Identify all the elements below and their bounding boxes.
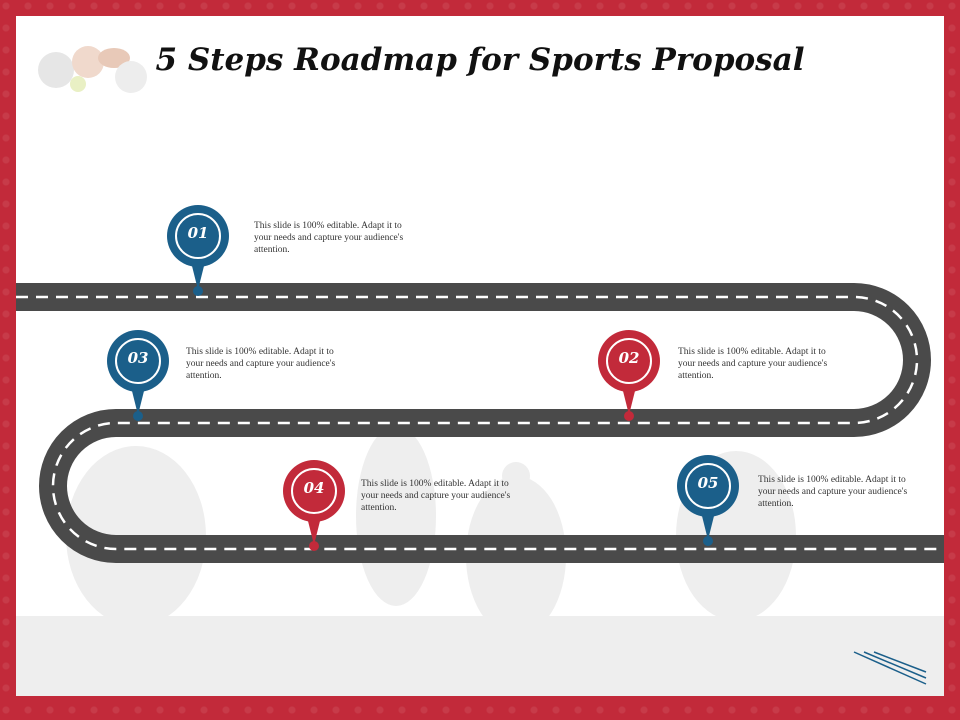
step-05-marker: 05 — [675, 454, 741, 546]
step-02-marker: 02 — [596, 329, 662, 421]
step-01-description: This slide is 100% editable. Adapt it to… — [254, 221, 404, 255]
step-03-marker: 03 — [105, 329, 171, 421]
sports-balls-icon — [38, 46, 147, 93]
step-number: 05 — [697, 474, 719, 492]
step-number: 02 — [618, 349, 640, 367]
step-number: 01 — [187, 224, 209, 242]
step-04-marker: 04 — [281, 459, 347, 551]
step-05-description: This slide is 100% editable. Adapt it to… — [758, 475, 908, 509]
road-lane-marking — [16, 295, 944, 551]
slide-title: 5 Steps Roadmap for Sports Proposal — [155, 42, 805, 78]
step-04-description: This slide is 100% editable. Adapt it to… — [361, 479, 511, 513]
roadmap-road — [16, 283, 944, 563]
corner-accent-lines — [853, 651, 927, 685]
step-03-description: This slide is 100% editable. Adapt it to… — [186, 347, 336, 381]
step-02-description: This slide is 100% editable. Adapt it to… — [678, 347, 828, 381]
step-number: 03 — [127, 349, 149, 367]
step-01-marker: 01 — [165, 204, 231, 296]
slide: 5 Steps Roadmap for Sports Proposal 01 T… — [16, 16, 944, 696]
step-number: 04 — [303, 479, 325, 497]
